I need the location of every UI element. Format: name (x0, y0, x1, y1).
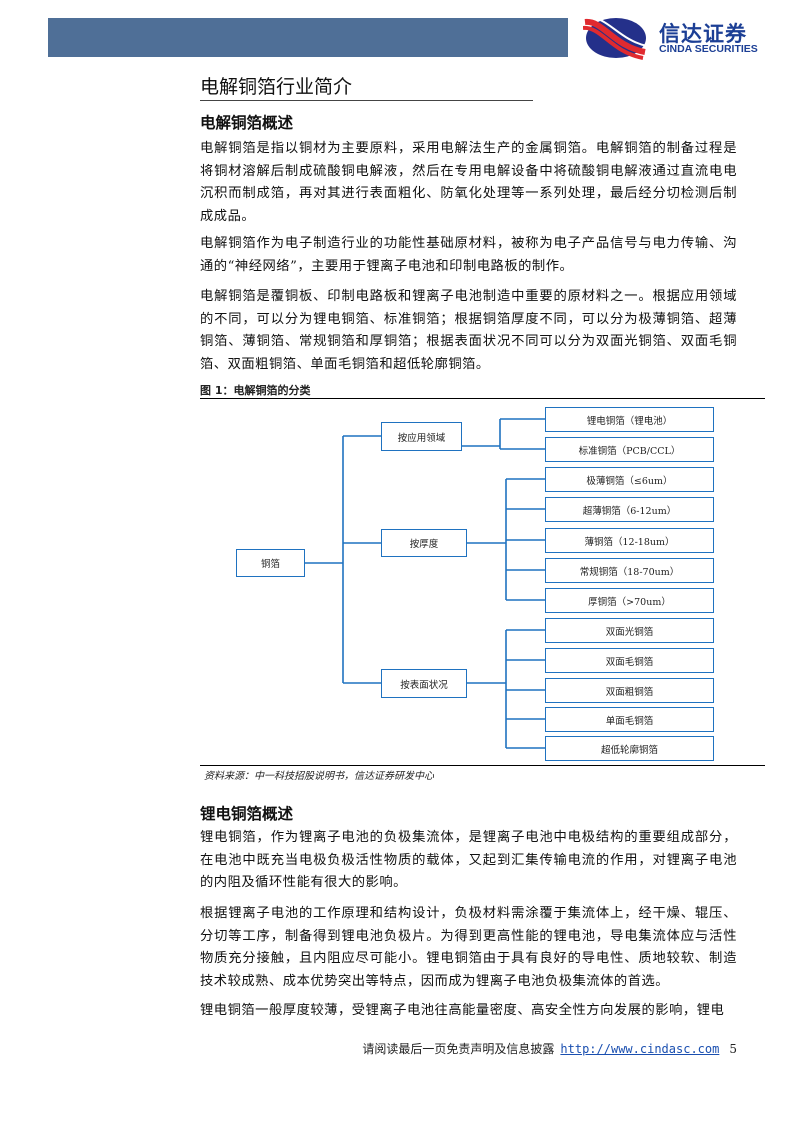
diagram-item-box: 标准铜箔（PCB/CCL） (545, 437, 714, 462)
cinda-emblem-icon (582, 16, 648, 60)
paragraph: 电解铜箔是指以铜材为主要原料，采用电解法生产的金属铜箔。电解铜箔的制备过程是将铜… (200, 141, 737, 224)
diagram-item-box: 双面光铜箔 (545, 618, 714, 643)
website-link[interactable]: http://www.cindasc.com (560, 1042, 720, 1056)
diagram-group-box: 按厚度 (381, 529, 467, 557)
diagram-item-box: 常规铜箔（18-70um） (545, 558, 714, 583)
page-title: 电解铜箔行业简介 (200, 76, 353, 98)
figure-caption: 图 1：电解铜箔的分类 (200, 384, 311, 397)
section-heading: 电解铜箔概述 (200, 114, 294, 132)
paragraph: 电解铜箔作为电子制造行业的功能性基础原材料，被称为电子产品信号与电力传输、沟通的… (200, 236, 737, 274)
page-footer: 请阅读最后一页免责声明及信息披露 http://www.cindasc.com 5 (362, 1040, 737, 1057)
title-divider (200, 100, 533, 101)
cinda-logo: 信达证券 CINDA SECURITIES (582, 16, 778, 60)
diagram-item-box: 单面毛铜箔 (545, 707, 714, 732)
figure-source: 资料来源：中一科技招股说明书，信达证券研发中心 (204, 771, 434, 782)
diagram-item-box: 超薄铜箔（6-12um） (545, 497, 714, 522)
diagram-group-box: 按表面状况 (381, 669, 467, 698)
diagram-group-box: 按应用领域 (381, 422, 462, 451)
caption-divider (200, 398, 765, 399)
source-divider (200, 765, 765, 766)
diagram-item-box: 锂电铜箔（锂电池） (545, 407, 714, 432)
diagram-item-box: 薄铜箔（12-18um） (545, 528, 714, 553)
diagram-item-box: 双面毛铜箔 (545, 648, 714, 673)
diagram-root-box: 铜箔 (236, 549, 305, 577)
diagram-item-box: 双面粗铜箔 (545, 678, 714, 703)
diagram-item-box: 超低轮廓铜箔 (545, 736, 714, 761)
disclaimer-text: 请阅读最后一页免责声明及信息披露 (362, 1042, 555, 1056)
diagram-item-box: 极薄铜箔（≤6um） (545, 467, 714, 492)
paragraph: 电解铜箔是覆铜板、印制电路板和锂离子电池制造中重要的原材料之一。根据应用领域的不… (200, 289, 737, 372)
diagram-item-box: 厚铜箔（>70um） (545, 588, 714, 613)
paragraph: 锂电铜箔，作为锂离子电池的负极集流体，是锂离子电池中电极结构的重要组成部分，在电… (200, 830, 737, 891)
header-bar (48, 18, 568, 57)
page-number: 5 (729, 1042, 737, 1056)
paragraph: 根据锂离子电池的工作原理和结构设计，负极材料需涂覆于集流体上，经干燥、辊压、分切… (200, 906, 737, 989)
section-heading: 锂电铜箔概述 (200, 805, 294, 823)
paragraph: 锂电铜箔一般厚度较薄，受锂离子电池往高能量密度、高安全性方向发展的影响，锂电 (200, 1003, 725, 1018)
